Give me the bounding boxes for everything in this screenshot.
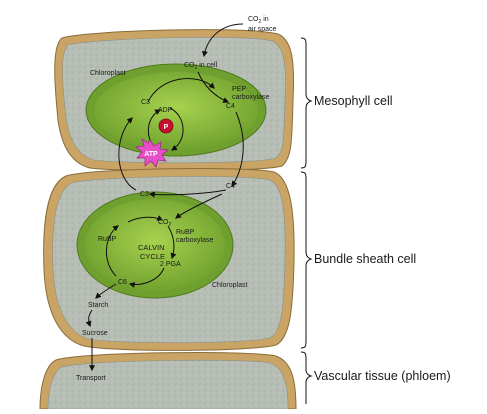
bundle-sheath-chloroplast (76, 191, 234, 299)
pep-label-line1: PEP (232, 86, 246, 93)
vascular-tissue-label: Vascular tissue (phloem) (314, 369, 451, 383)
adp-to-atp-arrow (169, 107, 184, 151)
atp-label: ATP (144, 151, 158, 158)
c6-label: C6 (118, 279, 127, 286)
co2-to-pga-arrow (167, 225, 177, 260)
pathway-arrows (85, 23, 244, 372)
co2-air-label-line2: air space (248, 26, 277, 33)
co2-to-c4-arrow (197, 71, 230, 103)
c3-to-c4-arc (147, 78, 215, 103)
pga-label: 2 PGA (160, 261, 181, 268)
diagram-labels: CO2 in air space CO2 in cell Chloroplast… (76, 16, 277, 382)
mesophyll-cell-label: Mesophyll cell (314, 94, 393, 108)
rubp-carboxylase-line2: carboxylase (176, 237, 213, 244)
adp-label: ADP (158, 107, 173, 114)
starch-label: Starch (88, 302, 108, 309)
mesophyll-brace (300, 37, 313, 169)
c4-transfer-arrow (231, 111, 244, 187)
c3-label-mid: C3 (140, 191, 149, 198)
phosphate-marker: P (158, 118, 174, 134)
mesophyll-chloroplast (85, 63, 267, 157)
chloroplast-label-bottom: Chloroplast (212, 282, 247, 289)
rubp-carboxylase-line1: RuBP (176, 229, 195, 236)
pga-to-c6-arrow (128, 267, 165, 288)
c3-label-top: C3 (141, 99, 150, 106)
vascular-brace (300, 351, 313, 404)
c3-return-arrow (118, 117, 137, 191)
calvin-cycle-line1: CALVIN (138, 243, 165, 252)
sucrose-label: Sucrose (82, 330, 108, 337)
starch-to-sucrose-arrow (85, 309, 93, 328)
transport-label: Transport (76, 375, 106, 382)
atp-burst: ATP (135, 138, 169, 168)
rubp-to-co2-arrow (127, 215, 164, 223)
co2-air-label-line1: CO2 in (248, 16, 269, 25)
calvin-cycle-line2: CYCLE (140, 252, 165, 261)
p-label: P (164, 124, 169, 131)
c4-to-co2-arrow (175, 193, 223, 219)
c4-label-top: C4 (226, 103, 235, 110)
rubp-cycle-label: RuBP (98, 236, 117, 243)
pep-label-line2: carboxylase (232, 94, 269, 101)
right-braces (300, 37, 313, 404)
c4-to-c3-arrow (148, 189, 227, 198)
chloroplast-label-top: Chloroplast (90, 70, 125, 77)
vascular-tissue (39, 352, 297, 410)
bundle-sheath-brace (300, 171, 313, 349)
co2-cell-label: CO2 in cell (184, 62, 218, 71)
c4-label-mid: C4 (226, 183, 235, 190)
co2-entry-arrow (201, 23, 244, 58)
co2-bundle-label: CO2 (158, 219, 172, 228)
c6-to-rubp-arrow (106, 225, 119, 277)
c6-to-starch-arrow (95, 283, 117, 299)
bundle-sheath-cell-label: Bundle sheath cell (314, 252, 416, 266)
